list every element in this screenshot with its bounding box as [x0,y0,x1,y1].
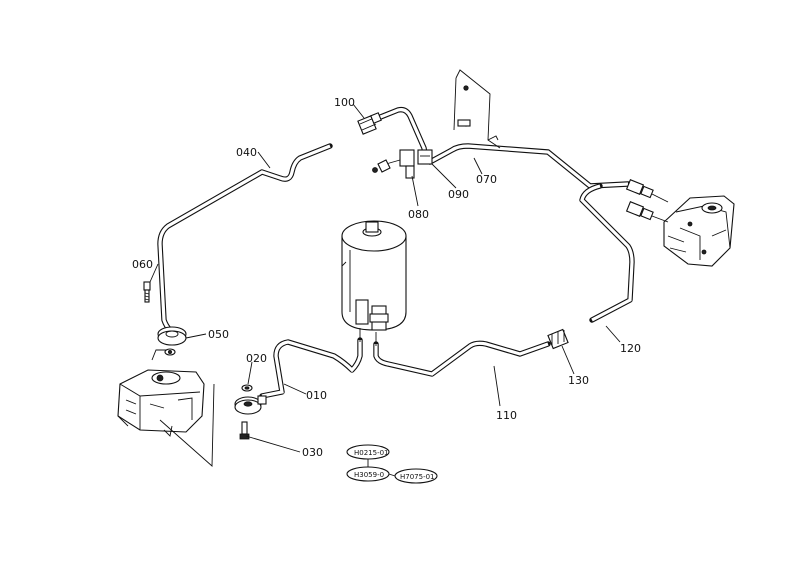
callout-060: 060 [132,258,153,271]
pipe-120 [579,183,635,323]
hydraulic-pump-icon [117,349,215,467]
bolt-060 [143,281,151,303]
mounting-bracket [453,69,501,149]
callout-040: 040 [236,146,257,159]
pipe-010 [259,337,363,399]
reference-tree: H0215-01 H3059-0 H7075-01 [346,444,438,484]
fitting-100 [357,112,382,135]
washer-020 [241,384,253,392]
callout-130: 130 [568,374,589,387]
fitting-090 [417,149,433,165]
oil-tank-icon [341,220,407,346]
callout-100: 100 [334,96,355,109]
banjo-fitting-050 [157,326,187,356]
callout-120: 120 [620,342,641,355]
callout-110: 110 [496,409,517,422]
callout-050: 050 [208,328,229,341]
reference-h7075: H7075-01 [400,473,435,481]
pipe-040 [157,143,333,333]
reference-h0215: H0215-01 [354,449,389,457]
banjo-fitting-010 [234,395,267,415]
callout-090: 090 [448,188,469,201]
callout-030: 030 [302,446,323,459]
leader-lines [149,103,621,453]
reference-h3059: H3059-0 [354,471,384,479]
pipe-110 [373,340,551,377]
callout-080: 080 [408,208,429,221]
control-valve-icon [663,195,735,267]
valve-fittings [625,179,669,223]
callout-070: 070 [476,173,497,186]
pipe-100-segment [375,106,429,163]
valve-080 [372,149,415,179]
callout-010: 010 [306,389,327,402]
pipe-070 [427,143,631,189]
callout-020: 020 [246,352,267,365]
coupling-130 [547,328,569,350]
